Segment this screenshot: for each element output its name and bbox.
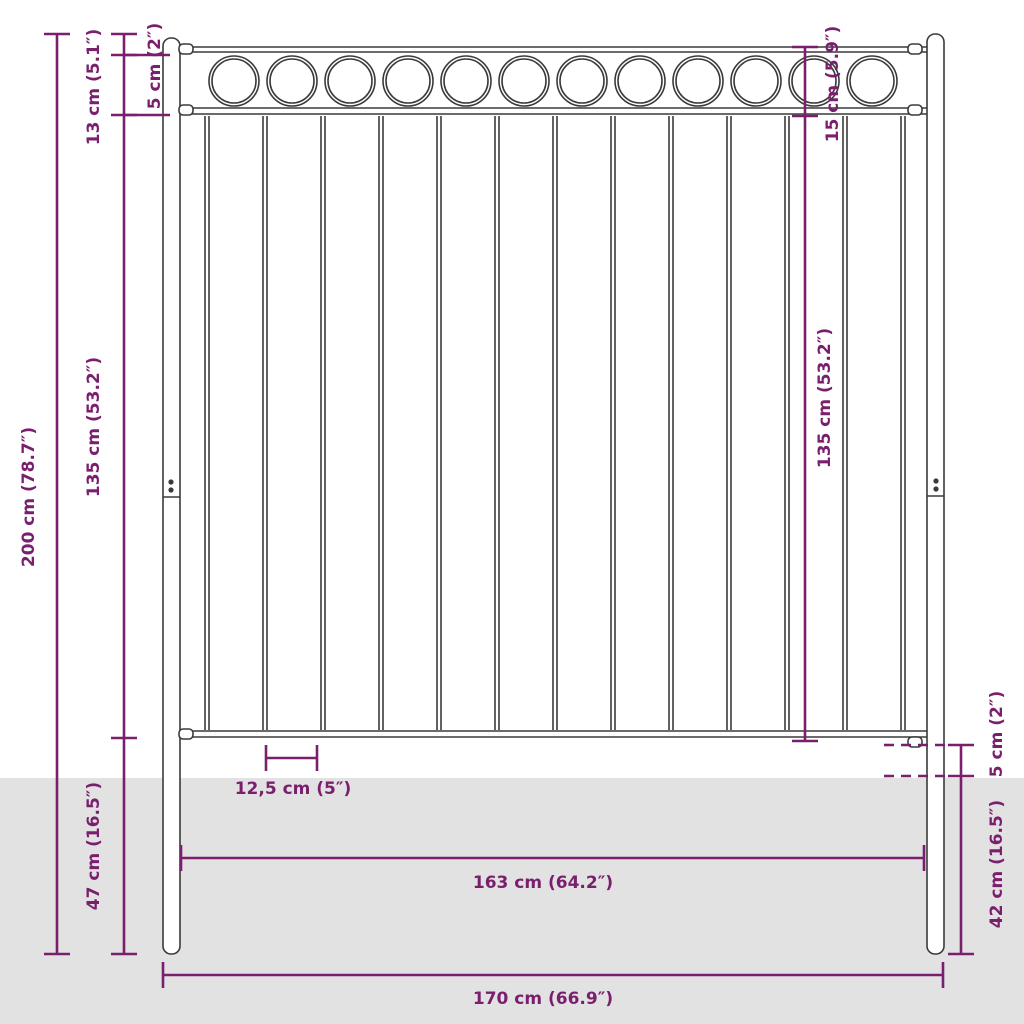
dimension-lines — [44, 32, 974, 988]
top-band-right-label: 15 cm (5.9″) — [823, 26, 843, 143]
ground-depth-right-label: 42 cm (16.5″) — [987, 800, 1007, 928]
ring-ornament — [559, 58, 605, 104]
ring-ornament — [791, 58, 837, 104]
panel-height-right-label: 135 cm (53.2″) — [815, 328, 835, 468]
ring-ornament — [324, 55, 376, 107]
ring-ornament — [382, 55, 434, 107]
ring-ornaments — [208, 55, 898, 107]
rail-brackets — [178, 43, 923, 748]
top-band-label: 13 cm (5.1″) — [84, 29, 104, 146]
right-post — [926, 33, 945, 955]
ring-ornament — [675, 58, 721, 104]
ring-ornament — [385, 58, 431, 104]
panel-height-left-label: 135 cm (53.2″) — [84, 357, 104, 497]
ring-ornament — [614, 55, 666, 107]
fence-panel — [162, 33, 945, 955]
ring-ornament — [617, 58, 663, 104]
inner-width-label: 163 cm (64.2″) — [473, 873, 613, 893]
ring-ornament — [672, 55, 724, 107]
ring-ornament — [269, 58, 315, 104]
total-height-label: 200 cm (78.7″) — [19, 427, 39, 567]
middle-rail — [180, 107, 927, 115]
ring-ornament — [440, 55, 492, 107]
total-width-label: 170 cm (66.9″) — [473, 989, 613, 1009]
bar-spacing-label: 12,5 cm (5″) — [235, 779, 352, 799]
bottom-rail-right-label: 5 cm (2″) — [987, 691, 1007, 777]
ring-ornament — [846, 55, 898, 107]
vertical-bars — [204, 116, 906, 730]
ring-ornament — [849, 58, 895, 104]
ground-area — [0, 778, 1024, 1024]
top-rail-label: 5 cm (2″) — [145, 23, 165, 109]
bottom-rail — [180, 730, 927, 738]
ring-ornament — [443, 58, 489, 104]
ring-ornament — [733, 58, 779, 104]
ground-depth-left-label: 47 cm (16.5″) — [84, 782, 104, 910]
ring-ornament — [501, 58, 547, 104]
ring-ornament — [556, 55, 608, 107]
left-post — [162, 37, 181, 955]
ring-ornament — [788, 55, 840, 107]
ring-ornament — [266, 55, 318, 107]
ring-ornament — [327, 58, 373, 104]
ring-ornament — [498, 55, 550, 107]
ring-ornament — [211, 58, 257, 104]
ring-ornament — [208, 55, 260, 107]
ring-ornament — [730, 55, 782, 107]
